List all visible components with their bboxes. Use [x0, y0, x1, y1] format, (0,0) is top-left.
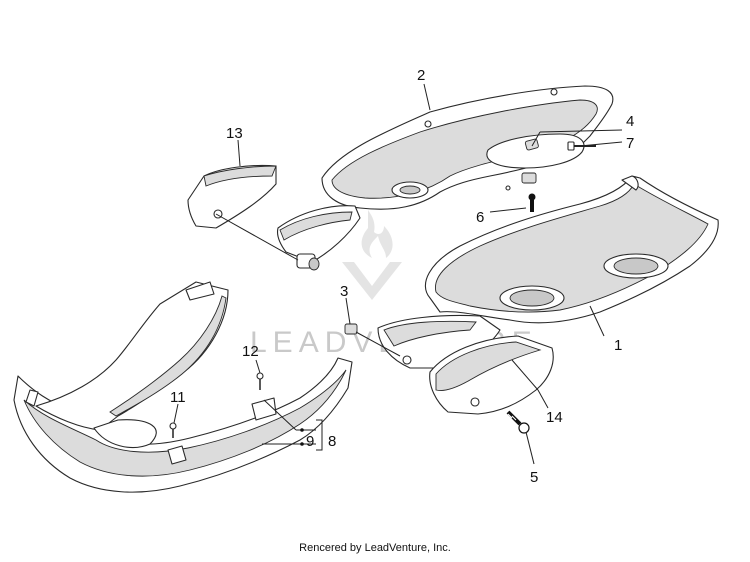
footboard-floor-panel — [13, 281, 353, 493]
callout-14: 14 — [546, 409, 563, 426]
callout-13: 13 — [226, 125, 243, 142]
parts-diagram: LEADVENTURE — [13, 67, 719, 493]
callout-2: 2 — [417, 67, 425, 84]
part-12-screw — [256, 372, 264, 390]
part-4-clip — [524, 138, 539, 151]
part-5-screw — [506, 410, 530, 434]
callout-3: 3 — [340, 283, 348, 300]
part-13-rear-cover — [187, 164, 277, 229]
part-3-clip — [344, 323, 358, 335]
footer-credit: Rencered by LeadVenture, Inc. — [299, 542, 451, 554]
callout-1: 1 — [614, 337, 622, 354]
part-1-lower-side-cover — [424, 175, 719, 324]
callout-9: 9 — [306, 433, 314, 450]
callout-6: 6 — [476, 209, 484, 226]
watermark-logo — [342, 210, 402, 300]
callout-4: 4 — [626, 113, 634, 130]
leader-lines — [173, 83, 623, 465]
callout-11: 11 — [170, 389, 186, 406]
part-14-lower-rear-cover — [429, 335, 554, 415]
callout-5: 5 — [530, 469, 538, 486]
part-6-screw — [528, 193, 536, 212]
callout-7: 7 — [626, 135, 634, 152]
callout-8: 8 — [328, 433, 336, 450]
bracket-with-peg — [276, 205, 361, 271]
part-4b-clip — [521, 172, 537, 184]
callout-12: 12 — [242, 343, 259, 360]
part-11-screw — [169, 422, 177, 438]
part-2-upper-side-cover — [321, 85, 614, 210]
